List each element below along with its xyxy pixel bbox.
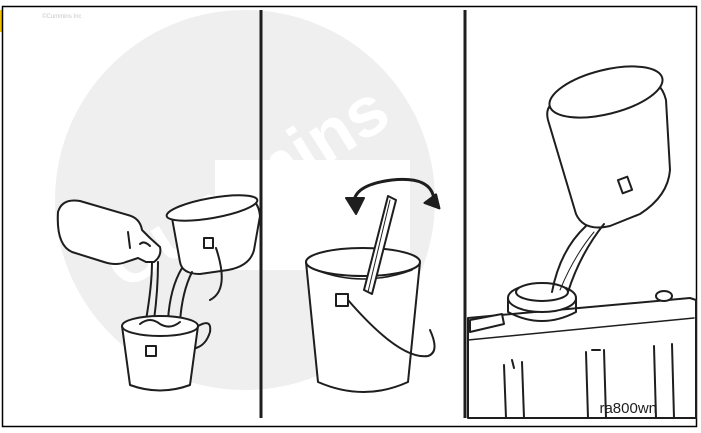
panel-pour-into-radiator	[468, 57, 696, 418]
copyright-text: ©Cummins Inc	[42, 14, 81, 20]
figure-code-label: ra800wn	[599, 400, 657, 417]
